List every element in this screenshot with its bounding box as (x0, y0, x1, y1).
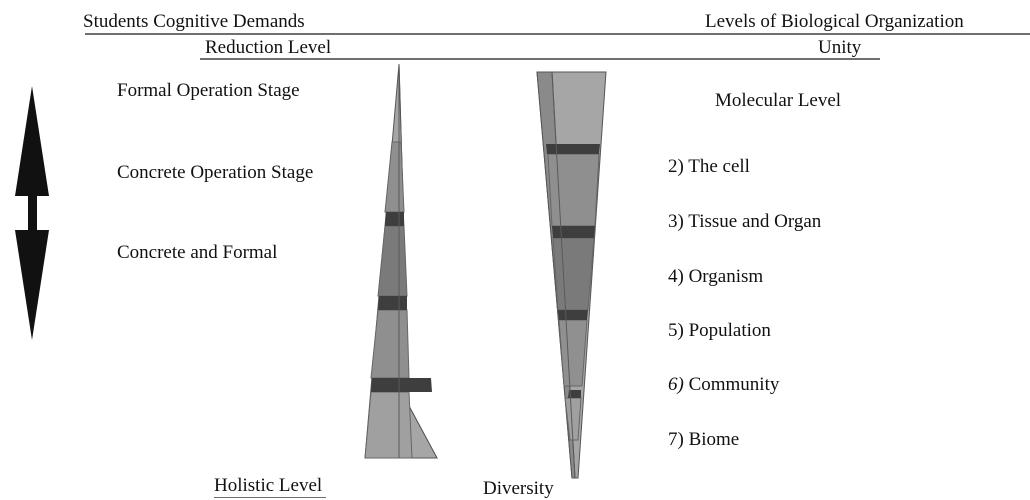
level-number: 7) (668, 429, 684, 450)
level-label: The cell (688, 156, 750, 177)
level-molecular: Molecular Level (715, 90, 841, 112)
holistic-underline (214, 497, 326, 498)
level-label: Community (688, 374, 780, 395)
level-community: 6) Community (668, 374, 779, 396)
level-label: Tissue and Organ (688, 211, 822, 232)
unity-label: Unity (818, 37, 862, 58)
cognitive-demands-title: Students Cognitive Demands (83, 11, 305, 32)
level-number: 2) (668, 156, 684, 177)
stage-concrete-and-formal: Concrete and Formal (117, 242, 278, 263)
level-label: Molecular Level (715, 90, 842, 111)
diversity-label: Diversity (483, 478, 554, 499)
level-number: 3) (668, 211, 684, 232)
biological-organization-title: Levels of Biological Organization (705, 11, 964, 32)
reduction-level-label: Reduction Level (205, 37, 332, 58)
level-tissue-organ: 3) Tissue and Organ (668, 211, 821, 233)
header-sub-rule (200, 58, 880, 60)
level-population: 5) Population (668, 320, 771, 342)
level-label: Biome (688, 429, 740, 450)
level-number: 5) (668, 320, 684, 341)
header-top-rule (85, 33, 1030, 35)
holistic-level-label: Holistic Level (214, 475, 323, 496)
level-biome: 7) Biome (668, 429, 739, 451)
level-label: Population (688, 320, 771, 341)
level-number: 4) (668, 266, 684, 287)
level-organism: 4) Organism (668, 266, 763, 288)
double-headed-vertical-arrow-icon (15, 86, 49, 340)
expanding-pyramid-icon (364, 63, 438, 459)
level-label: Organism (688, 266, 764, 287)
level-cell: 2) The cell (668, 156, 750, 178)
stage-formal-operation: Formal Operation Stage (117, 80, 300, 101)
level-number: 6) (668, 374, 684, 395)
tapering-pyramid-icon (536, 71, 607, 479)
stage-concrete-operation: Concrete Operation Stage (117, 162, 314, 183)
